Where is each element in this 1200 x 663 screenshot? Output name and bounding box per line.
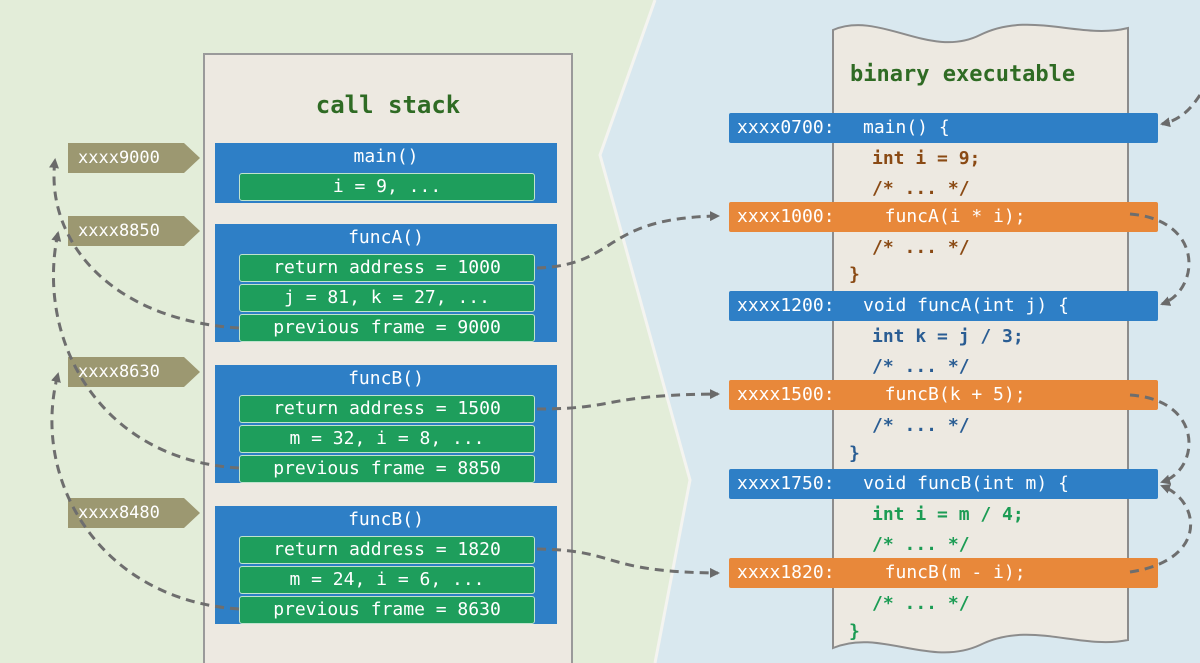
code-address: xxxx1500: — [737, 384, 835, 405]
code-line: int i = m / 4; — [872, 504, 1024, 525]
frame-cell: j = 81, k = 27, ... — [239, 284, 535, 312]
frame-cell: previous frame = 8630 — [239, 596, 535, 624]
frame-cell: m = 32, i = 8, ... — [239, 425, 535, 453]
code-line: /* ... */ — [872, 534, 970, 555]
code-row-1820: xxxx1820: funcB(m - i); — [729, 558, 1158, 588]
code-line: /* ... */ — [872, 178, 970, 199]
code-row-1000: xxxx1000: funcA(i * i); — [729, 202, 1158, 232]
code-row-1200: xxxx1200: void funcA(int j) { — [729, 291, 1158, 321]
frame-title: funcB() — [348, 509, 424, 530]
code-line: /* ... */ — [872, 415, 970, 436]
address-tag: xxxx8850 — [68, 216, 200, 246]
code-text: funcB(m - i); — [863, 562, 1026, 583]
frame-cell: i = 9, ... — [239, 173, 535, 201]
code-text: funcA(i * i); — [863, 206, 1026, 227]
code-text: funcB(k + 5); — [863, 384, 1026, 405]
binary-title: binary executable — [850, 62, 1076, 87]
frame-title: main() — [353, 146, 419, 167]
code-address: xxxx1000: — [737, 206, 835, 227]
code-row-1750: xxxx1750: void funcB(int m) { — [729, 469, 1158, 499]
code-address: xxxx1820: — [737, 562, 835, 583]
frame-cell: previous frame = 9000 — [239, 314, 535, 342]
address-tag: xxxx8480 — [68, 498, 200, 528]
code-line: int i = 9; — [872, 148, 981, 169]
frame-title: funcA() — [348, 227, 424, 248]
code-line: } — [849, 443, 860, 464]
code-text: main() { — [863, 117, 950, 138]
address-label: xxxx9000 — [78, 148, 160, 168]
code-line: } — [849, 621, 860, 642]
frame-cell: return address = 1820 — [239, 536, 535, 564]
code-text: void funcA(int j) { — [863, 295, 1069, 316]
address-label: xxxx8630 — [78, 362, 160, 382]
code-address: xxxx1750: — [737, 473, 835, 494]
code-address: xxxx1200: — [737, 295, 835, 316]
frame-cell: return address = 1000 — [239, 254, 535, 282]
code-address: xxxx0700: — [737, 117, 835, 138]
call-stack-title: call stack — [315, 91, 461, 119]
address-tag: xxxx8630 — [68, 357, 200, 387]
code-row-0700: xxxx0700: main() { — [729, 113, 1158, 143]
code-row-1500: xxxx1500: funcB(k + 5); — [729, 380, 1158, 410]
code-line: /* ... */ — [872, 237, 970, 258]
frame-cell: previous frame = 8850 — [239, 455, 535, 483]
frame-cell: return address = 1500 — [239, 395, 535, 423]
address-label: xxxx8850 — [78, 221, 160, 241]
address-label: xxxx8480 — [78, 503, 160, 523]
code-line: /* ... */ — [872, 593, 970, 614]
frame-cell: m = 24, i = 6, ... — [239, 566, 535, 594]
code-line: int k = j / 3; — [872, 326, 1024, 347]
code-text: void funcB(int m) { — [863, 473, 1069, 494]
code-line: } — [849, 264, 860, 285]
address-tag: xxxx9000 — [68, 143, 200, 173]
frame-title: funcB() — [348, 368, 424, 389]
code-line: /* ... */ — [872, 356, 970, 377]
